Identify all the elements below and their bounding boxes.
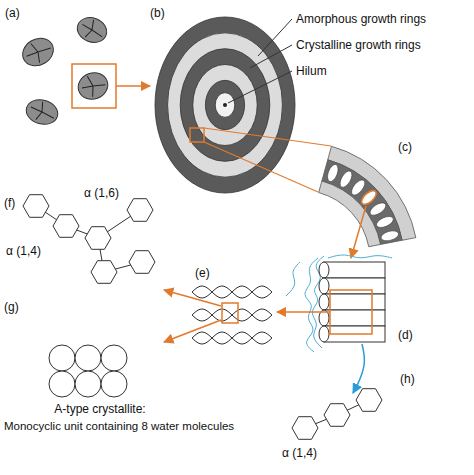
glucose-ring [356, 389, 382, 412]
zoom-arrow [277, 311, 330, 313]
zoom-box [72, 64, 116, 108]
blocklet [325, 163, 340, 183]
cylinder-end [319, 278, 329, 294]
hilum-dot [223, 103, 227, 107]
bond-label: α (1,6) [84, 186, 119, 200]
glucose-ring [324, 404, 350, 427]
granule-body [23, 96, 60, 127]
helix-cross-section [75, 345, 101, 371]
cylinder-end [319, 294, 329, 310]
part-label: Crystalline growth rings [296, 38, 421, 52]
cylinder-end [319, 262, 329, 278]
growth-ring [180, 49, 270, 162]
zoom-arrow [351, 206, 366, 258]
caption-text: Monocyclic unit containing 8 water molec… [4, 419, 234, 433]
helix-cross-section [49, 371, 75, 397]
band-layer [322, 160, 402, 245]
helix-cylinder [324, 294, 385, 310]
blocklet [338, 169, 355, 189]
part-label: Amorphous growth rings [296, 12, 426, 26]
glucose-ring [127, 199, 153, 222]
helix-cylinder [324, 262, 385, 278]
granule-crack [28, 99, 57, 124]
amylopectin-chain [328, 255, 392, 258]
panel-label: (g) [4, 300, 19, 314]
zoom-line [204, 142, 318, 192]
blocklet [368, 200, 388, 217]
panel-label: (c) [398, 140, 412, 154]
growth-ring [155, 17, 295, 193]
growth-ring [205, 80, 244, 129]
zoom-arrow [116, 85, 150, 87]
helix-cylinder [324, 278, 385, 294]
helix-cylinder [324, 310, 385, 326]
zoom-line [204, 128, 331, 146]
zoom-box [222, 303, 238, 323]
starch-granule [18, 33, 59, 72]
zoom-arrow [164, 290, 221, 306]
growth-ring [168, 33, 283, 177]
helix-strand [192, 332, 272, 344]
granule-body [74, 14, 110, 47]
helix-strand [192, 309, 272, 321]
glucose-ring [91, 261, 117, 284]
blocklet [359, 188, 378, 207]
starch-granule [74, 14, 110, 47]
amylose-arrow [353, 344, 364, 393]
growth-ring [193, 65, 257, 146]
helix-cross-section [101, 371, 127, 397]
helix-strand [192, 332, 272, 344]
granule-crack [79, 17, 107, 43]
blocklet-band [319, 146, 416, 246]
glucose-ring [85, 227, 111, 250]
lamella-stack [277, 255, 392, 393]
glucose-ring [23, 195, 49, 218]
granule-crack [79, 72, 108, 100]
zoom-box [330, 290, 372, 334]
panel-label: (f) [4, 196, 15, 210]
blocklet [380, 229, 400, 242]
part-label: Hilum [296, 64, 327, 78]
leader-line [258, 19, 292, 56]
starch-granule [74, 69, 111, 104]
granule-group [18, 14, 150, 128]
cylinder-end [319, 326, 329, 342]
blocklet [375, 214, 395, 230]
granule-body [18, 33, 59, 72]
helix-cross-section [49, 345, 75, 371]
glucose-ring [129, 251, 155, 274]
panel-label: (b) [150, 6, 165, 20]
zoom-box [190, 128, 204, 142]
glucose-ring [53, 215, 79, 238]
helix-strand [192, 286, 272, 298]
bond-label: α (1,4) [282, 446, 317, 460]
starch-granule [23, 96, 60, 127]
panel-label: (d) [398, 328, 413, 342]
leader-line [228, 71, 292, 103]
glucose-ring [292, 417, 318, 440]
panel-label: (a) [5, 6, 20, 20]
amylopectin-chain [286, 262, 300, 296]
helix-strand [192, 309, 272, 321]
zoom-arrow [164, 320, 221, 342]
granule-body [74, 69, 111, 104]
crystallite-packing [49, 345, 127, 397]
growth-ring [215, 93, 235, 118]
leader-line [250, 45, 292, 68]
amylopectin-structure [23, 195, 155, 284]
double-helices [164, 286, 272, 344]
panel-label: (e) [195, 266, 210, 280]
helix-cross-section [101, 345, 127, 371]
panel-label: (h) [400, 372, 415, 386]
bond-label: α (1,4) [6, 244, 41, 258]
caption-heading: A-type crystallite: [54, 402, 145, 416]
helix-cross-section [75, 371, 101, 397]
amylose-structure [292, 389, 382, 440]
granule-crack [22, 36, 54, 67]
helix-strand [192, 286, 272, 298]
